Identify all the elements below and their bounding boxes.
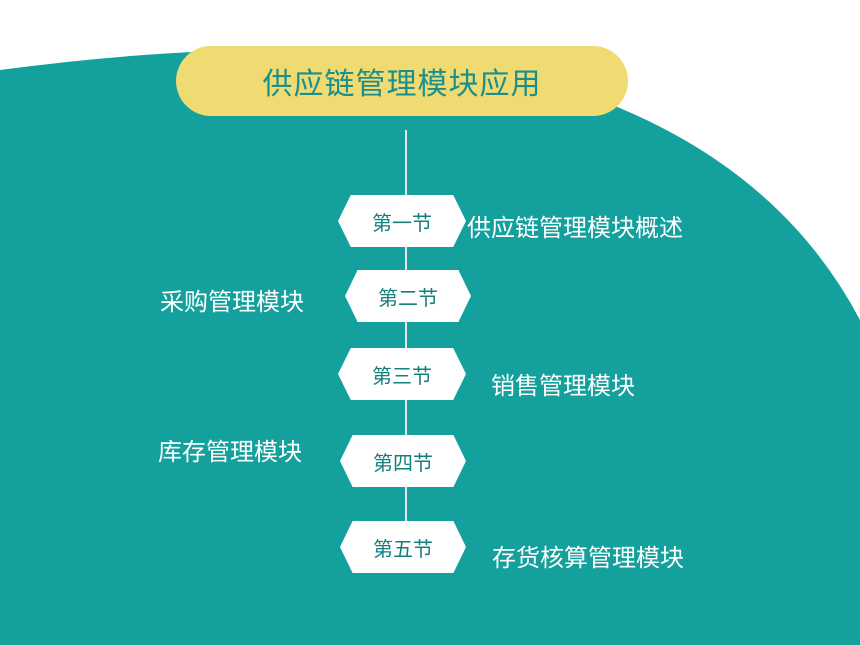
- title-banner: 供应链管理模块应用: [176, 46, 628, 116]
- section-2-label: 采购管理模块: [160, 288, 304, 316]
- page-title: 供应链管理模块应用: [262, 67, 542, 102]
- section-4-badge-text: 第四节: [373, 450, 433, 475]
- section-5-label: 存货核算管理模块: [492, 544, 684, 572]
- section-4-badge[interactable]: 第四节: [340, 435, 466, 487]
- section-5-badge-text: 第五节: [373, 536, 433, 561]
- section-3-badge-text: 第三节: [372, 363, 432, 388]
- section-3-badge[interactable]: 第三节: [338, 348, 466, 400]
- section-3-label: 销售管理模块: [491, 372, 635, 400]
- timeline-stem: [405, 130, 407, 558]
- section-1-badge-text: 第一节: [372, 210, 432, 235]
- section-2-badge[interactable]: 第二节: [345, 270, 471, 322]
- section-4-label: 库存管理模块: [158, 438, 302, 466]
- section-5-badge[interactable]: 第五节: [340, 521, 466, 573]
- section-1-badge[interactable]: 第一节: [338, 195, 466, 247]
- section-2-badge-text: 第二节: [378, 285, 438, 310]
- section-1-label: 供应链管理模块概述: [467, 214, 683, 242]
